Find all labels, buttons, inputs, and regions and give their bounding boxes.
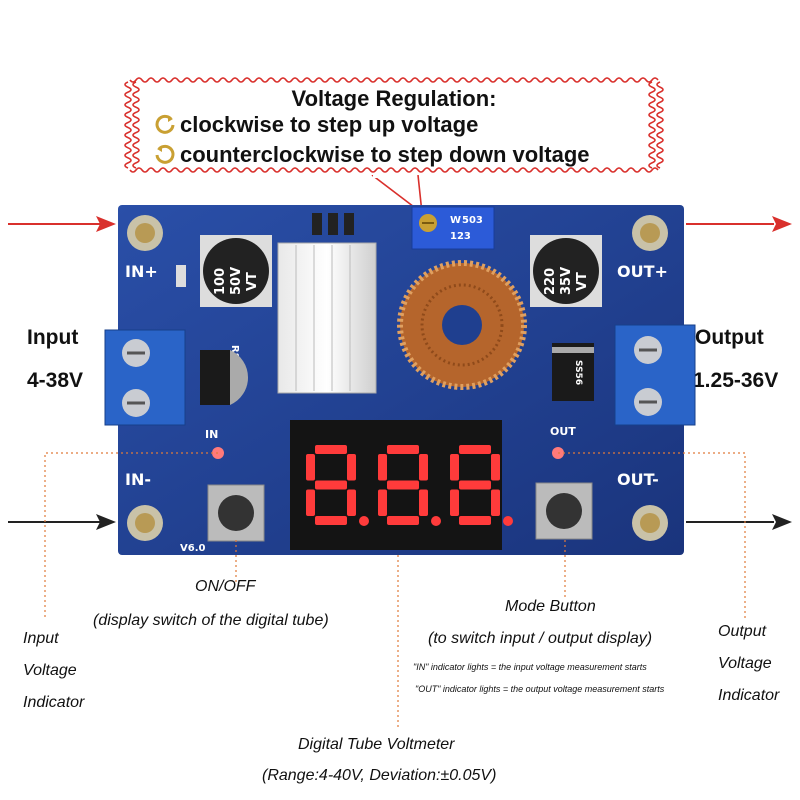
mode-note-in: "IN" indicator lights = the input voltag… <box>413 662 647 672</box>
toroid-inductor <box>397 260 527 390</box>
schottky-diode: SS56 <box>552 343 594 401</box>
digit-1-segment-1 <box>315 445 347 454</box>
digit-2-segment-7 <box>419 489 428 516</box>
digit-2-segment-6 <box>378 489 387 516</box>
out-led-label: OUT <box>550 425 576 438</box>
onoff-title: ON/OFF <box>195 578 256 595</box>
transistor-cap <box>230 350 249 405</box>
screw-in-plus <box>127 215 163 251</box>
mode-button[interactable] <box>535 482 593 540</box>
digit-2-segment-5 <box>419 454 428 481</box>
digit-1-segment-5 <box>347 454 356 481</box>
model-label: V6.0 <box>180 543 205 554</box>
digit-1-segment-3 <box>315 516 347 525</box>
mode-button-description: (to switch input / output display) <box>428 630 653 647</box>
output-range: 1.25-36V <box>693 369 779 392</box>
input-indicator-line2: Voltage <box>23 662 77 679</box>
voltmeter-title: Digital Tube Voltmeter <box>298 736 455 753</box>
digit-3-segment-6 <box>450 489 459 516</box>
digit-2-decimal-point <box>431 516 441 526</box>
voltmeter-description: (Range:4-40V, Deviation:±0.05V) <box>262 767 497 784</box>
in-minus-label: IN- <box>125 470 151 489</box>
heatsink <box>277 242 377 394</box>
counterclockwise-arrow-icon <box>155 144 175 164</box>
smd-led-in <box>176 265 186 287</box>
in-led-label: IN <box>205 428 218 441</box>
input-label: Input <box>27 326 79 349</box>
diode-label: SS56 <box>573 360 583 385</box>
out-plus-label: OUT+ <box>617 262 668 281</box>
digit-3-segment-5 <box>491 454 500 481</box>
digit-1-segment-6 <box>306 489 315 516</box>
buck-converter-board: IN+ IN- OUT+ OUT- IN OUT V6.0 100 50V VT… <box>104 205 696 555</box>
smd-resistor-1 <box>312 213 322 235</box>
digit-1-decimal-point <box>359 516 369 526</box>
screw-out-minus <box>632 505 668 541</box>
output-indicator-line2: Voltage <box>718 655 772 672</box>
display-digits <box>306 445 513 526</box>
cap-left-value: 100 <box>213 268 228 295</box>
input-indicator-line3: Indicator <box>23 694 85 711</box>
pot-w: W <box>450 215 461 226</box>
screw-in-minus <box>127 505 163 541</box>
onoff-description: (display switch of the digital tube) <box>93 612 329 629</box>
input-range: 4-38V <box>27 369 84 392</box>
cap-right-value: 220 <box>543 268 558 295</box>
on-off-button[interactable] <box>207 484 265 542</box>
digit-1-segment-4 <box>306 454 315 481</box>
mode-button-title: Mode Button <box>505 598 596 615</box>
digit-1-segment-2 <box>315 480 347 490</box>
digit-3-segment-3 <box>459 516 491 525</box>
output-terminal-block <box>614 324 696 426</box>
output-indicator-line3: Indicator <box>718 687 780 704</box>
transistor <box>200 350 230 405</box>
output-indicator-line1: Output <box>718 623 767 640</box>
callout-title: Voltage Regulation: <box>291 86 497 111</box>
callout-line-clockwise: clockwise to step up voltage <box>154 112 478 138</box>
voltage-regulation-callout: Voltage Regulation: clockwise to step up… <box>118 70 670 180</box>
cap-right-vt: VT <box>575 272 590 291</box>
digit-3-segment-2 <box>459 480 491 490</box>
out-minus-label: OUT- <box>617 470 659 489</box>
digit-2-segment-3 <box>387 516 419 525</box>
input-terminal-block <box>104 329 186 426</box>
digit-2-segment-2 <box>387 480 419 490</box>
output-capacitor: 220 35V VT <box>530 235 602 307</box>
cap-left-voltage: 50V <box>229 267 244 295</box>
output-bottom-arrow <box>686 514 792 530</box>
cap-right-voltage: 35V <box>559 267 574 295</box>
digit-2-segment-4 <box>378 454 387 481</box>
callout-line1-text: clockwise to step up voltage <box>180 112 479 137</box>
output-voltage-led <box>552 447 564 459</box>
callout-line2-text: counterclockwise to step down voltage <box>180 142 590 167</box>
smd-resistor-2 <box>328 213 338 235</box>
input-indicator-line1: Input <box>23 630 59 647</box>
input-voltage-led <box>212 447 224 459</box>
digit-3-segment-7 <box>491 489 500 516</box>
digit-2-segment-1 <box>387 445 419 454</box>
clockwise-arrow-icon <box>155 114 175 134</box>
mode-note-out: "OUT" indicator lights = the output volt… <box>415 684 665 694</box>
r8-label: R8 <box>229 345 240 360</box>
input-capacitor: 100 50V VT <box>200 235 272 307</box>
output-label: Output <box>695 326 764 349</box>
pot-value: 503 <box>462 215 483 226</box>
digit-1-segment-7 <box>347 489 356 516</box>
pot-code: 123 <box>450 231 471 242</box>
callout-border <box>124 77 664 173</box>
digit-3-segment-4 <box>450 454 459 481</box>
in-plus-label: IN+ <box>125 262 158 281</box>
potentiometer: W 503 123 <box>411 206 495 250</box>
smd-resistor-3 <box>344 213 354 235</box>
callout-line-counterclockwise: counterclockwise to step down voltage <box>154 142 590 168</box>
screw-out-plus <box>632 215 668 251</box>
output-top-arrow <box>686 216 792 232</box>
digit-3-segment-1 <box>459 445 491 454</box>
cap-left-vt: VT <box>245 272 260 291</box>
digit-3-decimal-point <box>503 516 513 526</box>
digital-tube-display <box>290 420 513 550</box>
